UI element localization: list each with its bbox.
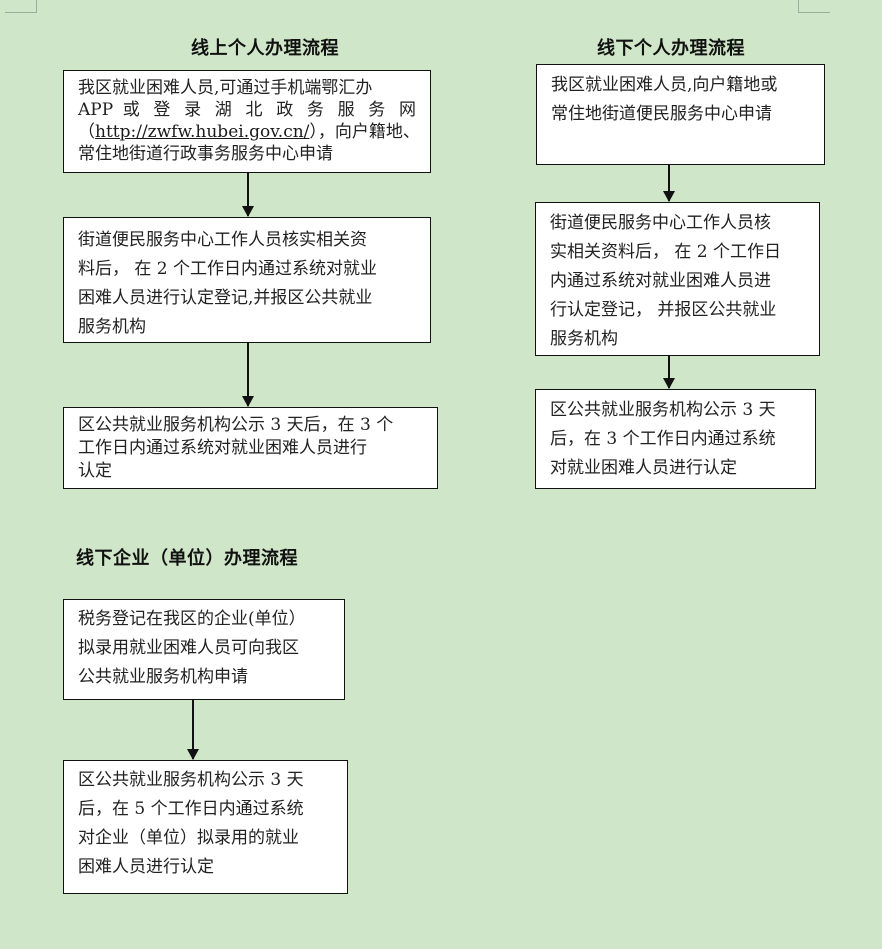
offline-step-2-line-5: 服务机构	[550, 329, 618, 349]
arrow-down-icon	[663, 165, 675, 202]
offline-step-3-line-1: 区公共就业服务机构公示 3 天	[550, 400, 776, 420]
online-step-1-line-3-tail: ），向户籍地、	[309, 122, 420, 142]
arrow-down-icon	[187, 700, 199, 760]
online-step-3-line-3: 认定	[78, 461, 112, 481]
offline-step-3-box: 区公共就业服务机构公示 3 天 后，在 3 个工作日内通过系统 对就业困难人员进…	[535, 389, 816, 489]
online-step-3-line-2: 工作日内通过系统对就业困难人员进行	[78, 438, 367, 458]
enterprise-step-1-line-1: 税务登记在我区的企业(单位）	[78, 609, 306, 629]
offline-step-2-line-1: 街道便民服务中心工作人员核	[550, 213, 771, 233]
offline-step-1-box: 我区就业困难人员,向户籍地或 常住地街道便民服务中心申请	[536, 64, 825, 165]
offline-personal-title: 线下个人办理流程	[597, 38, 745, 59]
online-step-2-line-2: 料后， 在 2 个工作日内通过系统对就业	[78, 259, 378, 279]
offline-step-2-line-3: 内通过系统对就业困难人员进	[550, 271, 771, 291]
arrow-down-icon	[242, 343, 254, 407]
online-step-1-line-1: 我区就业困难人员,可通过手机端鄂汇办	[78, 78, 373, 98]
online-step-1-line-3: （http://zwfw.hubei.gov.cn/），向户籍地、	[78, 121, 420, 143]
online-step-1-line-2: APP 或 登 录 湖 北 政 务 服 务 网	[78, 100, 416, 120]
offline-step-2-box: 街道便民服务中心工作人员核 实相关资料后， 在 2 个工作日 内通过系统对就业困…	[535, 202, 820, 356]
online-step-2-box: 街道便民服务中心工作人员核实相关资 料后， 在 2 个工作日内通过系统对就业 困…	[63, 217, 431, 343]
online-step-2-line-3: 困难人员进行认定登记,并报区公共就业	[78, 288, 373, 308]
online-step-3-box: 区公共就业服务机构公示 3 天后，在 3 个 工作日内通过系统对就业困难人员进行…	[63, 407, 438, 489]
arrow-down-icon	[242, 173, 254, 217]
offline-step-3-line-3: 对就业困难人员进行认定	[550, 458, 737, 478]
online-step-2-line-1: 街道便民服务中心工作人员核实相关资	[78, 230, 367, 250]
offline-step-2-line-4: 行认定登记， 并报区公共就业	[550, 300, 777, 320]
online-step-1-box: 我区就业困难人员,可通过手机端鄂汇办 APP 或 登 录 湖 北 政 务 服 务…	[63, 70, 431, 173]
offline-enterprise-title: 线下企业（单位）办理流程	[76, 548, 298, 569]
online-personal-title: 线上个人办理流程	[191, 38, 339, 59]
online-step-2-line-4: 服务机构	[78, 317, 146, 337]
enterprise-step-2-line-4: 困难人员进行认定	[78, 857, 214, 877]
enterprise-step-1-box: 税务登记在我区的企业(单位） 拟录用就业困难人员可向我区 公共就业服务机构申请	[63, 599, 345, 700]
online-step-3-line-1: 区公共就业服务机构公示 3 天后，在 3 个	[78, 415, 394, 435]
offline-step-3-line-2: 后，在 3 个工作日内通过系统	[550, 429, 776, 449]
enterprise-step-2-line-1: 区公共就业服务机构公示 3 天	[78, 770, 304, 790]
page-corner-mark-top-left	[5, 0, 37, 13]
online-step-1-line-4: 常住地街道行政事务服务中心申请	[78, 144, 333, 164]
offline-step-1-line-1: 我区就业困难人员,向户籍地或	[551, 75, 778, 95]
page-corner-mark-top-right	[798, 0, 830, 13]
enterprise-step-1-line-3: 公共就业服务机构申请	[78, 667, 248, 687]
hubei-gov-link[interactable]: http://zwfw.hubei.gov.cn/	[95, 122, 310, 142]
open-paren: （	[78, 122, 95, 142]
enterprise-step-2-line-3: 对企业（单位）拟录用的就业	[78, 828, 299, 848]
offline-step-2-line-2: 实相关资料后， 在 2 个工作日	[550, 242, 782, 262]
enterprise-step-2-line-2: 后，在 5 个工作日内通过系统	[78, 799, 304, 819]
offline-step-1-line-2: 常住地街道便民服务中心申请	[551, 104, 772, 124]
enterprise-step-2-box: 区公共就业服务机构公示 3 天 后，在 5 个工作日内通过系统 对企业（单位）拟…	[63, 760, 348, 894]
arrow-down-icon	[663, 356, 675, 389]
enterprise-step-1-line-2: 拟录用就业困难人员可向我区	[78, 638, 299, 658]
